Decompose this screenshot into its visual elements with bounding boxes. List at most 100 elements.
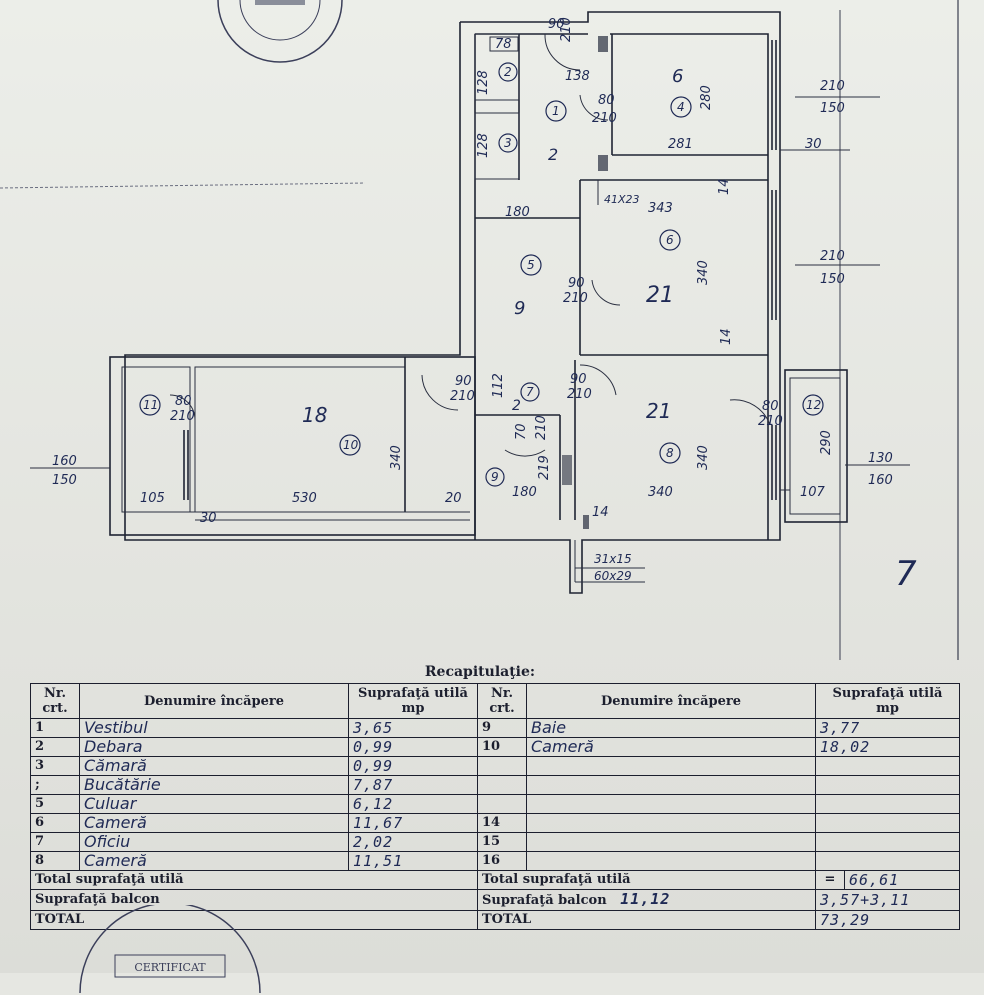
dim-138: 138 — [565, 69, 590, 84]
dim-340d: 340 — [389, 445, 404, 470]
row-nr: 2 — [30, 737, 80, 757]
header-nr: Nr. crt. — [30, 683, 80, 719]
cadastre-stamp — [217, 0, 343, 63]
dim-105: 105 — [140, 491, 165, 506]
recap-header-row: Nr. crt. Denumire încăpere Suprafaţă uti… — [30, 683, 960, 719]
window-width-2: 150 — [820, 272, 845, 287]
bottom-stamp: CERTIFICAT — [79, 905, 261, 994]
dim-340a: 340 — [696, 260, 711, 285]
svg-text:1: 1 — [552, 104, 560, 118]
dim-343: 343 — [648, 201, 673, 216]
row-area: 2,02 — [348, 832, 478, 852]
row-nr: 5 — [30, 794, 80, 814]
room-marker-8: 8 — [659, 442, 681, 464]
dim-90-5: 90 — [568, 276, 585, 291]
dim-41x23: 41X23 — [604, 193, 640, 206]
note-room-5: 9 — [514, 298, 525, 319]
dim-210: 210 — [559, 17, 574, 42]
header-name-2: Denumire încăpere — [526, 683, 816, 719]
row-name: Oficiu — [79, 832, 349, 852]
room-marker-4: 4 — [670, 96, 692, 118]
total-label: TOTAL — [477, 910, 816, 930]
room-marker-7: 7 — [520, 382, 540, 402]
svg-text:10: 10 — [343, 438, 359, 452]
dim-280: 280 — [699, 85, 714, 110]
row-area: 0,99 — [348, 756, 478, 776]
floor-plan: 1 2 3 4 5 6 7 8 9 10 11 12 78 90 210 128… — [0, 0, 959, 660]
svg-text:9: 9 — [491, 470, 499, 484]
dim-340c: 340 — [648, 485, 673, 500]
window-height-2: 210 — [820, 249, 845, 264]
row-area: 0,99 — [348, 737, 478, 757]
row-name: Bucătărie — [79, 775, 349, 795]
row-area: 3,65 — [348, 718, 478, 738]
window-width-4: 150 — [52, 473, 77, 488]
dim-60x29: 60x29 — [594, 569, 632, 583]
dim-14b: 14 — [719, 328, 734, 345]
row-nr-2: 16 — [477, 851, 527, 871]
row-name-2 — [526, 813, 816, 833]
row-area-2 — [815, 794, 960, 814]
dim-281: 281 — [668, 137, 693, 152]
note-corner: 7 — [895, 554, 917, 594]
room-marker-1: 1 — [545, 100, 567, 122]
dim-180b: 180 — [512, 485, 537, 500]
dim-180a: 180 — [505, 205, 530, 220]
row-nr: 1 — [30, 718, 80, 738]
room-marker-12: 12 — [802, 394, 824, 416]
row-name-2 — [526, 775, 816, 795]
row-name-2 — [526, 756, 816, 776]
row-area: 7,87 — [348, 775, 478, 795]
dim-210-11: 210 — [170, 409, 195, 424]
dim-112: 112 — [491, 373, 506, 398]
dim-31x15: 31x15 — [594, 552, 632, 566]
header-name: Denumire încăpere — [79, 683, 349, 719]
row-area: 11,67 — [348, 813, 478, 833]
row-nr-2 — [477, 775, 527, 795]
row-name-2: Baie — [526, 718, 816, 738]
dim-210-7b: 210 — [567, 387, 592, 402]
window-width-3: 160 — [868, 473, 893, 488]
dim-210-12: 210 — [758, 414, 783, 429]
svg-text:4: 4 — [677, 100, 685, 114]
row-nr-2: 9 — [477, 718, 527, 738]
stamp-certificat: CERTIFICAT — [134, 961, 206, 974]
dim-90-7b: 90 — [570, 372, 587, 387]
dim-210-9: 210 — [534, 415, 549, 440]
dim-70: 70 — [514, 423, 529, 440]
svg-text:11: 11 — [143, 398, 158, 412]
header-area-2: Suprafaţă utilă mp — [815, 683, 960, 719]
row-nr: 3 — [30, 756, 80, 776]
header-nr-2: Nr. crt. — [477, 683, 527, 719]
dim-30b: 30 — [805, 137, 822, 152]
row-nr: 7 — [30, 832, 80, 852]
row-name: Vestibul — [79, 718, 349, 738]
note-room-8: 21 — [646, 399, 671, 423]
room-marker-2: 2 — [498, 62, 518, 82]
row-area: 11,51 — [348, 851, 478, 871]
total-util-value: 66,61 — [844, 870, 960, 890]
row-name-2 — [526, 832, 816, 852]
dim-78: 78 — [495, 37, 512, 52]
room-marker-5: 5 — [520, 254, 542, 276]
dim-210-7a: 210 — [450, 389, 475, 404]
total-row: TOTAL TOTAL 73,29 — [30, 910, 960, 930]
dim-14a: 14 — [717, 178, 732, 195]
svg-text:6: 6 — [666, 233, 674, 247]
row-nr: 8 — [30, 851, 80, 871]
row-nr: 6 — [30, 813, 80, 833]
note-room-10: 18 — [302, 403, 327, 427]
svg-text:5: 5 — [527, 258, 535, 272]
row-name-2 — [526, 851, 816, 871]
total-util-label: Total suprafaţă utilă — [477, 870, 816, 890]
room-marker-3: 3 — [498, 133, 518, 153]
dim-210-1: 210 — [592, 111, 617, 126]
note-room-6: 21 — [646, 283, 674, 308]
room-marker-9: 9 — [485, 467, 505, 487]
row-area: 6,12 — [348, 794, 478, 814]
